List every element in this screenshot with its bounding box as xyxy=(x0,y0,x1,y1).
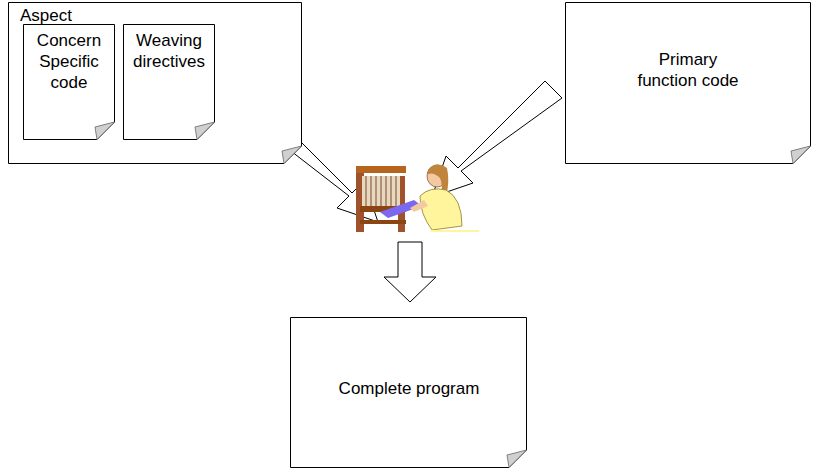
page-label: Weaving directives xyxy=(126,30,212,72)
document-page: Concern Specific code xyxy=(23,24,115,140)
page-label: Primary function code xyxy=(628,49,748,91)
text-wrap: Complete program xyxy=(334,378,484,399)
document-page: Primary function code xyxy=(565,2,811,164)
aspect-page: AspectConcern Specific code Weaving direc… xyxy=(8,2,302,164)
loom-weaver-clipart xyxy=(356,164,480,232)
text-wrap: Concern Specific code xyxy=(26,30,112,93)
document-page: Weaving directives xyxy=(123,24,215,140)
block-arrow xyxy=(432,81,562,197)
block-arrow xyxy=(384,242,436,302)
text-wrap: Weaving directives xyxy=(126,30,212,72)
page-label: Concern Specific code xyxy=(26,30,112,93)
document-page: Complete program xyxy=(290,317,527,468)
text-wrap: Aspect xyxy=(20,5,72,26)
text-wrap: Primary function code xyxy=(628,49,748,91)
heading-text: Aspect xyxy=(20,5,72,26)
page-label: Complete program xyxy=(334,378,484,399)
